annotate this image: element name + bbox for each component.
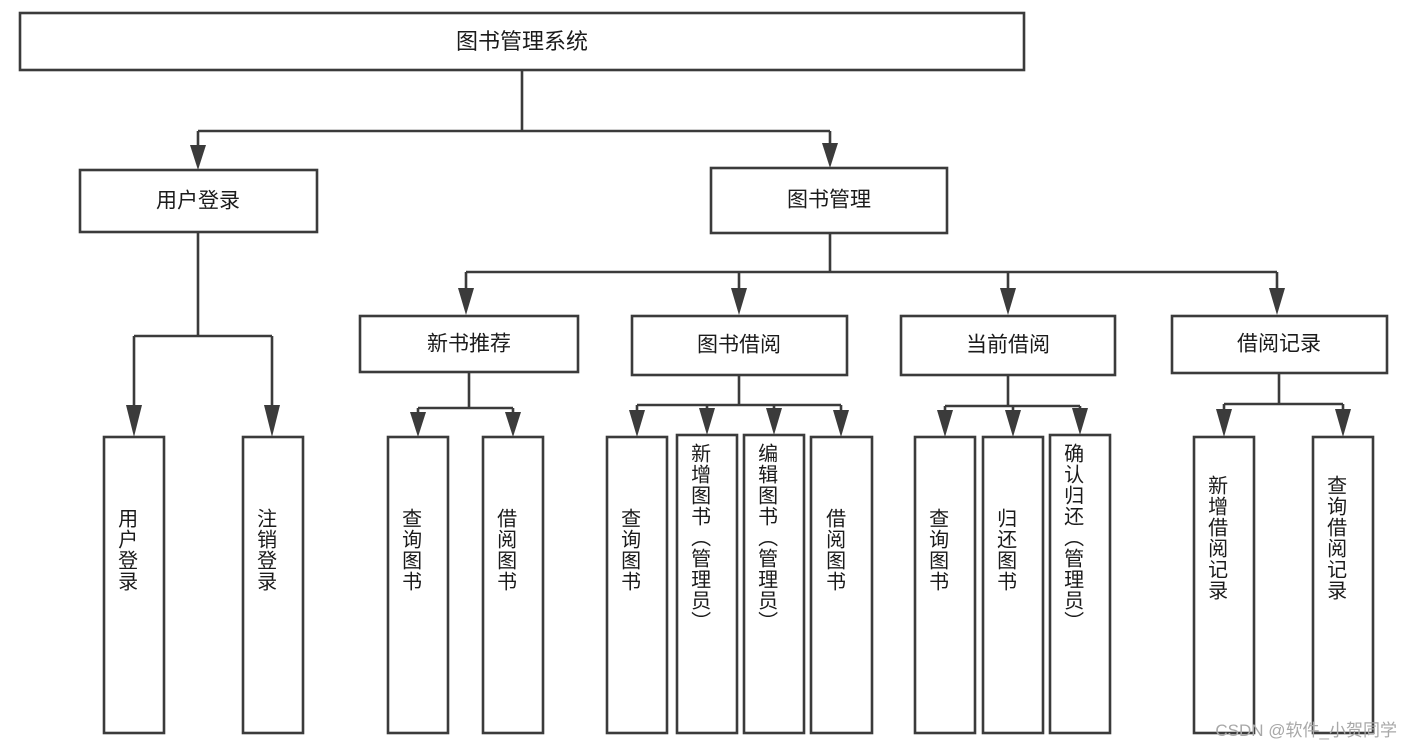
nodes-layer: 图书管理系统 用户登录 图书管理 新书推荐 图书借阅 当前借阅 借阅记录 [18,11,1389,735]
node-new-book-recommend-box[interactable] [358,314,580,374]
arrow-head-icon [766,408,782,435]
node-borrow-record-box[interactable] [1170,314,1389,375]
arrow-head-icon [458,288,474,315]
node-current-borrow-box[interactable] [899,314,1117,377]
arrow-head-icon [937,410,953,437]
node-book-borrow-label: 图书借阅 [697,334,781,357]
node-user-login-label: 用户登录 [156,190,240,213]
node-leaf-return-book-box[interactable] [981,435,1045,735]
arrow-head-icon [731,288,747,315]
node-leaf-query-record-box[interactable] [1311,435,1375,735]
node-leaf-logout-box[interactable] [241,435,305,735]
node-leaf-add-record-box[interactable] [1192,435,1256,735]
arrow-head-icon [833,410,849,437]
edges-layer [126,70,1351,437]
arrow-head-icon [264,405,280,437]
node-new-book-recommend-label: 新书推荐 [427,333,511,356]
arrow-head-icon [1216,409,1232,437]
arrow-head-icon [699,408,715,435]
node-leaf-borrow-book-nb-box[interactable] [481,435,545,735]
arrow-head-icon [410,412,426,437]
node-book-manage-label: 图书管理 [787,189,871,212]
arrow-head-icon [505,412,521,437]
node-leaf-edit-book-box[interactable] [742,433,806,735]
arrow-head-icon [126,405,142,437]
node-leaf-query-book-nb-box[interactable] [386,435,450,735]
node-borrow-record-label: 借阅记录 [1237,333,1321,356]
node-root-box[interactable] [18,11,1026,72]
node-leaf-add-book-box[interactable] [675,433,739,735]
arrow-head-icon [190,145,206,170]
node-leaf-borrow-book-bb-box[interactable] [809,435,874,735]
node-root-label: 图书管理系统 [456,29,588,54]
node-current-borrow-label: 当前借阅 [966,334,1050,357]
arrow-head-icon [629,410,645,437]
arrow-head-icon [1269,288,1285,315]
csdn-watermark: CSDN @软件_小贺同学 [1215,721,1397,740]
node-book-manage-box[interactable] [709,166,949,235]
node-leaf-user-login-box[interactable] [102,435,166,735]
node-leaf-query-book-bb-box[interactable] [605,435,669,735]
arrow-head-icon [1072,408,1088,435]
node-leaf-confirm-return-box[interactable] [1048,433,1112,735]
node-book-borrow-box[interactable] [630,314,849,377]
node-leaf-query-book-cb-box[interactable] [913,435,977,735]
arrow-head-icon [822,143,838,168]
arrow-head-icon [1335,409,1351,437]
arrow-head-icon [1005,410,1021,437]
node-user-login-box[interactable] [78,168,319,234]
arrow-head-icon [1000,288,1016,315]
